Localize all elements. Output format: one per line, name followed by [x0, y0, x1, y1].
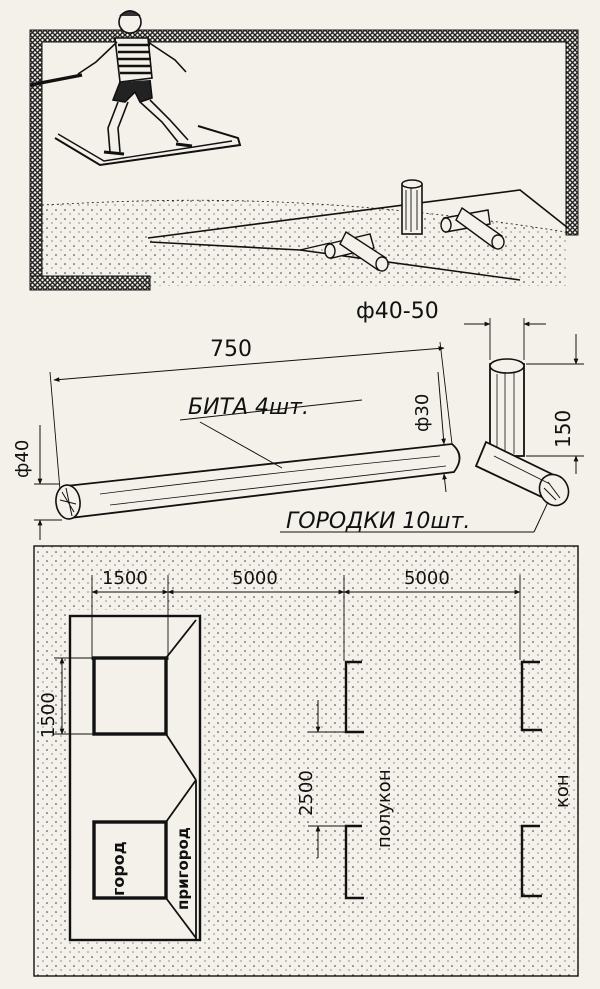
square-width-label: 1500: [102, 568, 148, 589]
prigorod-label: пригород: [174, 827, 192, 910]
pin-standing-drawing: [489, 358, 525, 457]
square-height-label: 1500: [38, 692, 59, 738]
polukon-marker-bottom: [344, 824, 364, 900]
scene-ground: [42, 200, 566, 286]
lying-pins-right: [440, 206, 505, 250]
polukon-marker-top: [344, 660, 364, 734]
field-outer-boundary: [68, 614, 202, 942]
kon-marker-top: [520, 660, 542, 732]
gorod-label: город: [109, 841, 128, 896]
pin-length-label: 150: [551, 410, 575, 448]
scene-illustration: [29, 10, 579, 291]
polukon-label: полукон: [374, 769, 395, 848]
polukon-gap-label: 2500: [296, 770, 317, 816]
pin-lying-drawing: [474, 440, 570, 507]
bat-length-label: 750: [210, 337, 252, 362]
standing-pin: [401, 179, 423, 235]
bat-drawing: [55, 443, 461, 520]
player-figure: [29, 10, 193, 156]
kon-distance-label: 5000: [404, 568, 450, 589]
kon-marker-bottom: [520, 824, 542, 898]
kon-label: кон: [552, 774, 573, 808]
equipment-section: 750 БИТА 4шт. ф30 ф40 ф40-50: [12, 299, 584, 540]
bat-length-dimline: [53, 346, 445, 382]
city-square-bottom: [92, 820, 168, 900]
bat-name-label: БИТА 4шт.: [188, 395, 309, 420]
bat-large-diameter-label: ф40: [12, 440, 33, 478]
bat-small-diameter-label: ф30: [412, 394, 433, 432]
lying-pins-left: [324, 230, 389, 272]
pins-name-label: ГОРОДКИ 10шт.: [286, 509, 470, 534]
city-square-top: [92, 656, 168, 736]
polukon-distance-label: 5000: [232, 568, 278, 589]
field-plan: город пригород 1500 5000 5000 1500 полук…: [33, 545, 579, 977]
pin-diameter-label: ф40-50: [356, 299, 439, 324]
